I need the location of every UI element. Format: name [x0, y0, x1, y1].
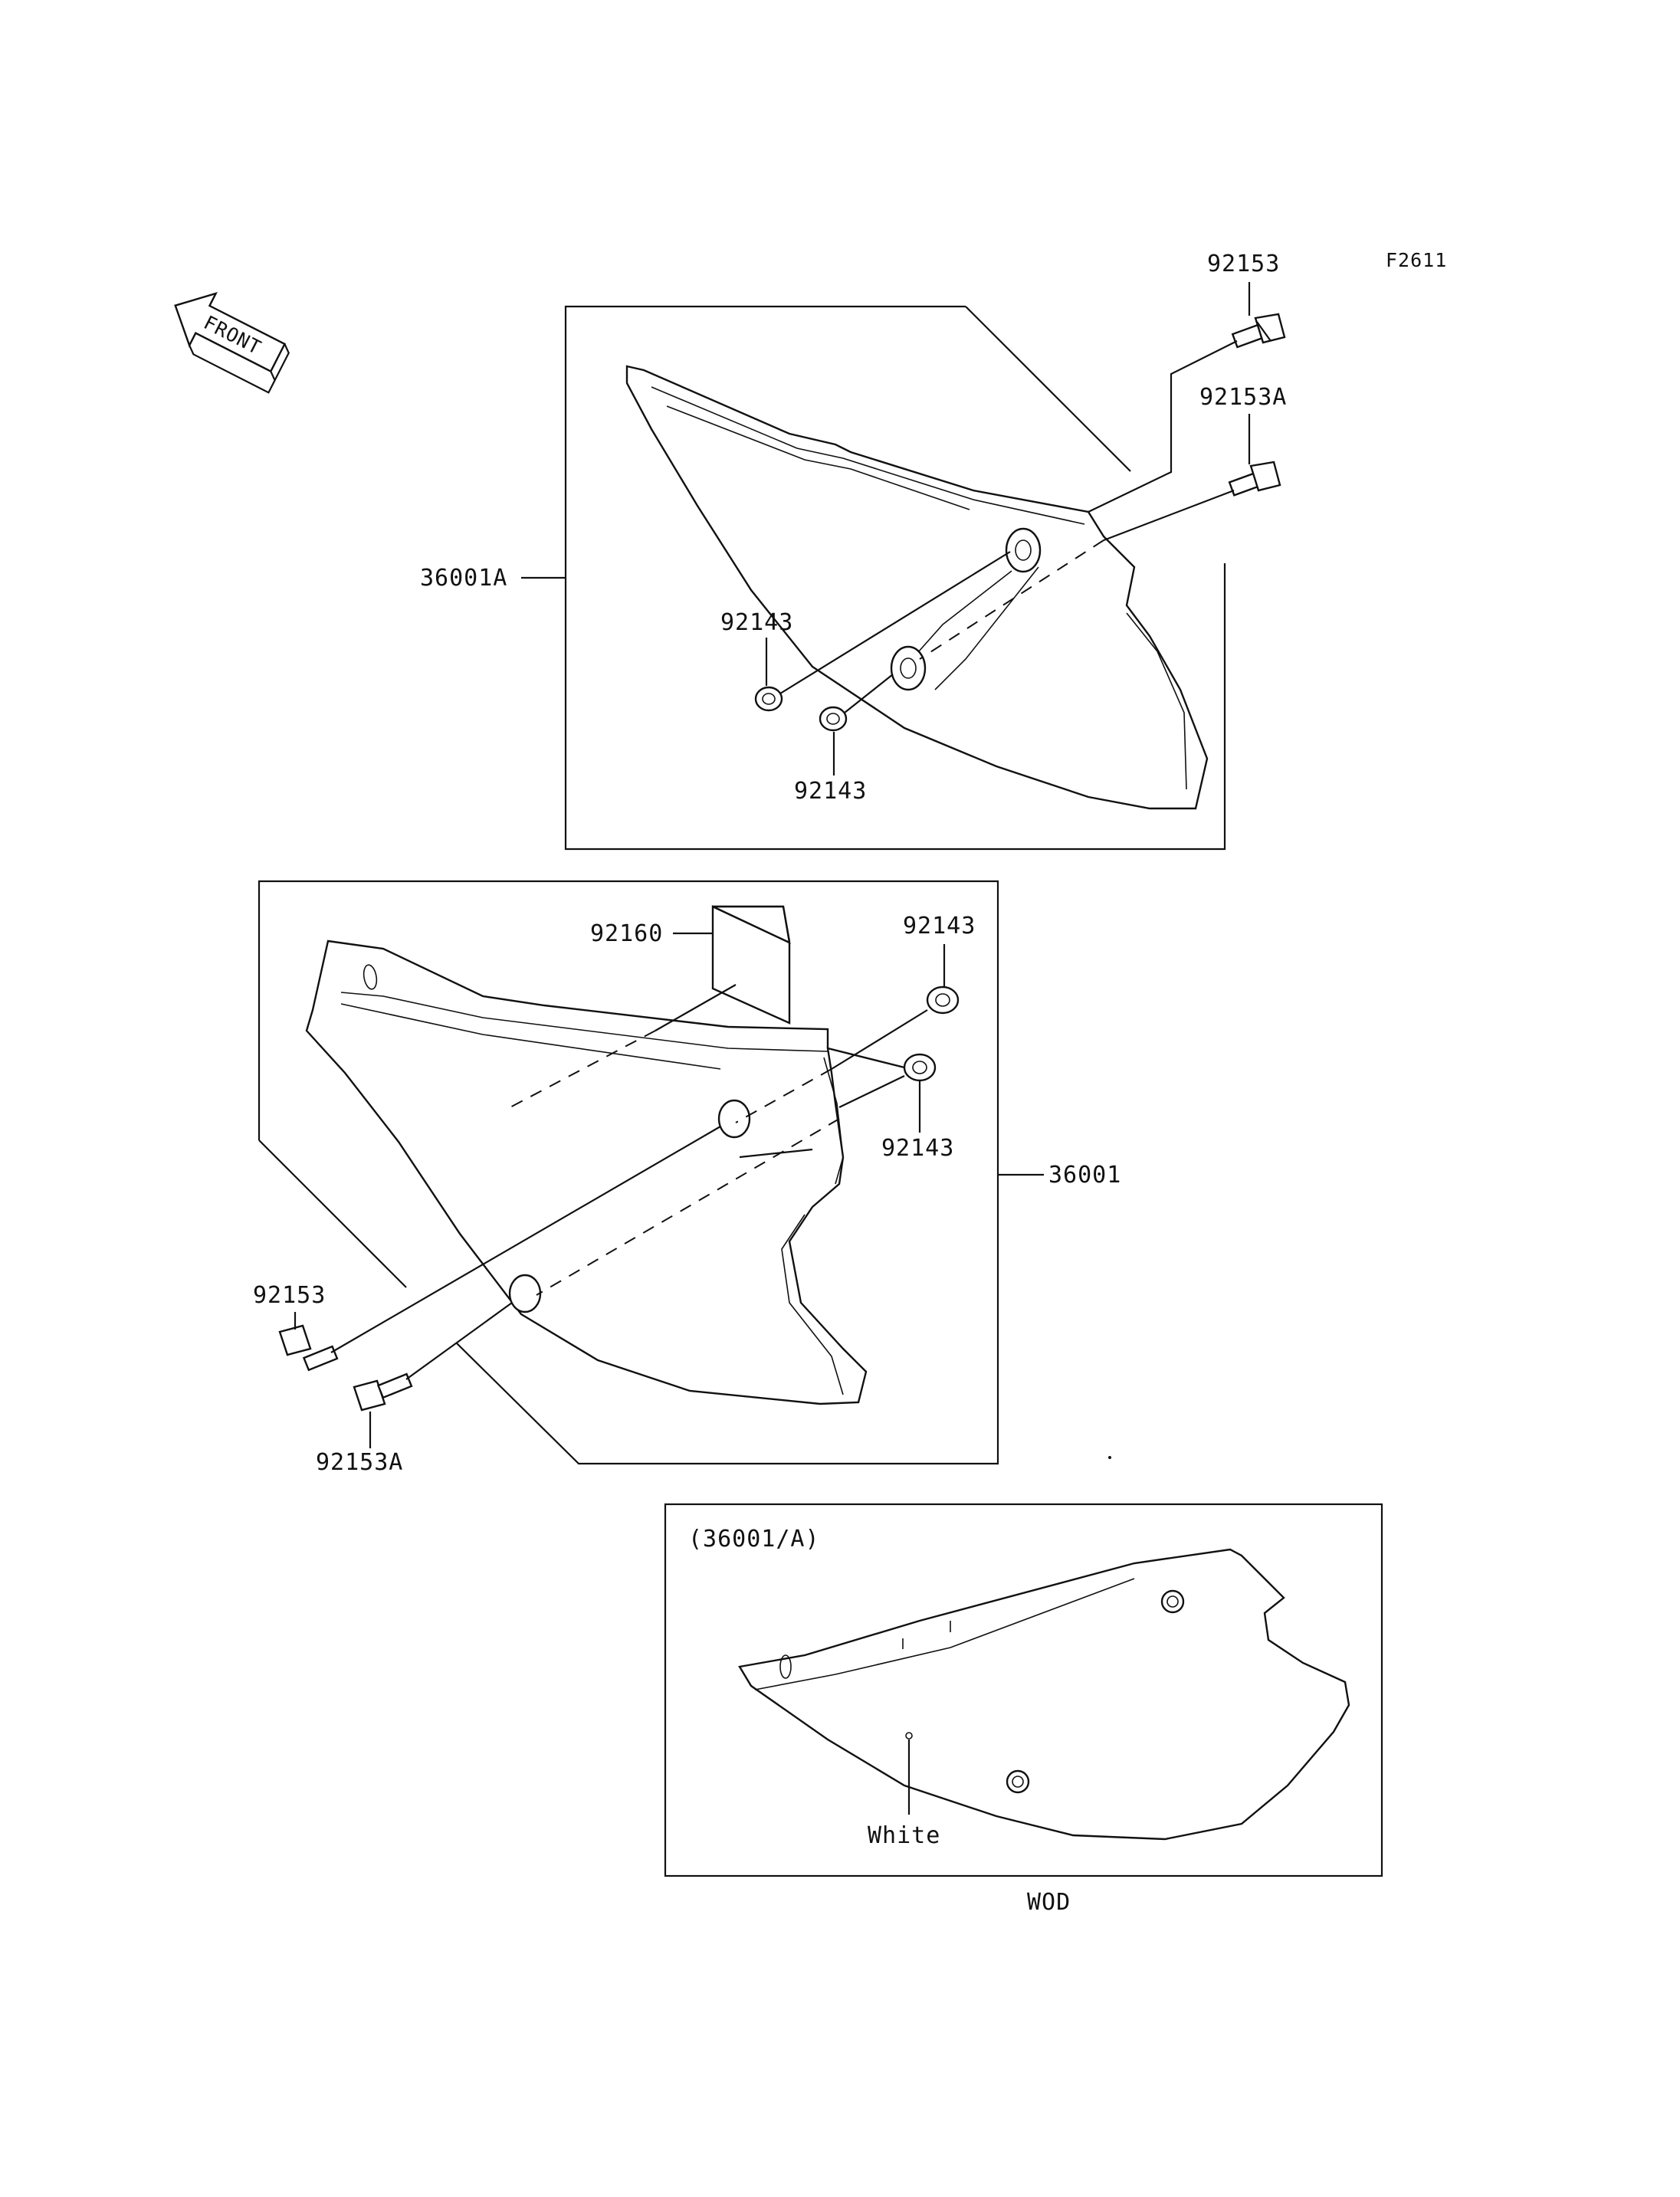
bolt-92153-upper [1231, 313, 1286, 349]
washer-92143-upper-1 [754, 686, 783, 712]
variant-caption: WOD [1027, 1889, 1071, 1916]
grommet-lower [1006, 1769, 1030, 1794]
callout-92153a-lower: 92153A [316, 1449, 403, 1476]
figure-code: F2611 [1386, 249, 1447, 271]
callout-92143-upper-1: 92143 [720, 609, 793, 636]
lower-box-outline [258, 880, 999, 1465]
washer-92143-lower-2 [903, 1053, 937, 1082]
callout-92153a-upper: 92153A [1199, 384, 1287, 411]
variant-title: (36001/A) [688, 1526, 820, 1553]
front-arrow-icon: FRONT [174, 292, 290, 394]
bolt-92153a-lower [353, 1372, 413, 1412]
side-cover-36001 [305, 939, 905, 1405]
side-cover-variant [738, 1548, 1350, 1841]
variant-box: (36001/A) White WOD [664, 1503, 1383, 1916]
bolt-92153a-upper [1228, 461, 1281, 497]
side-cover-36001a [625, 365, 1209, 810]
callout-92143-lower-1: 92143 [903, 913, 976, 939]
upper-assembly: 92153 92153A 36001A 92143 92143 [420, 251, 1287, 851]
washer-92143-upper-2 [819, 706, 848, 732]
variant-box-outline [664, 1503, 1383, 1877]
callout-92143-upper-2: 92143 [794, 778, 867, 805]
callout-92153-lower: 92153 [253, 1282, 326, 1309]
upper-box-outline [564, 305, 1226, 851]
callout-92153-upper: 92153 [1207, 251, 1280, 277]
grommet-upper [1160, 1589, 1185, 1614]
pad-92160 [711, 905, 791, 1025]
bolt-92153-lower [278, 1324, 339, 1372]
callout-92160: 92160 [590, 920, 663, 947]
color-label-white: White [868, 1822, 940, 1849]
callout-92143-lower-2: 92143 [881, 1135, 954, 1162]
lower-assembly: 92160 92143 92143 36001 92153 92153A [253, 880, 1121, 1476]
callout-36001: 36001 [1048, 1162, 1121, 1189]
washer-92143-lower-1 [926, 985, 960, 1015]
callout-36001a: 36001A [420, 565, 507, 592]
